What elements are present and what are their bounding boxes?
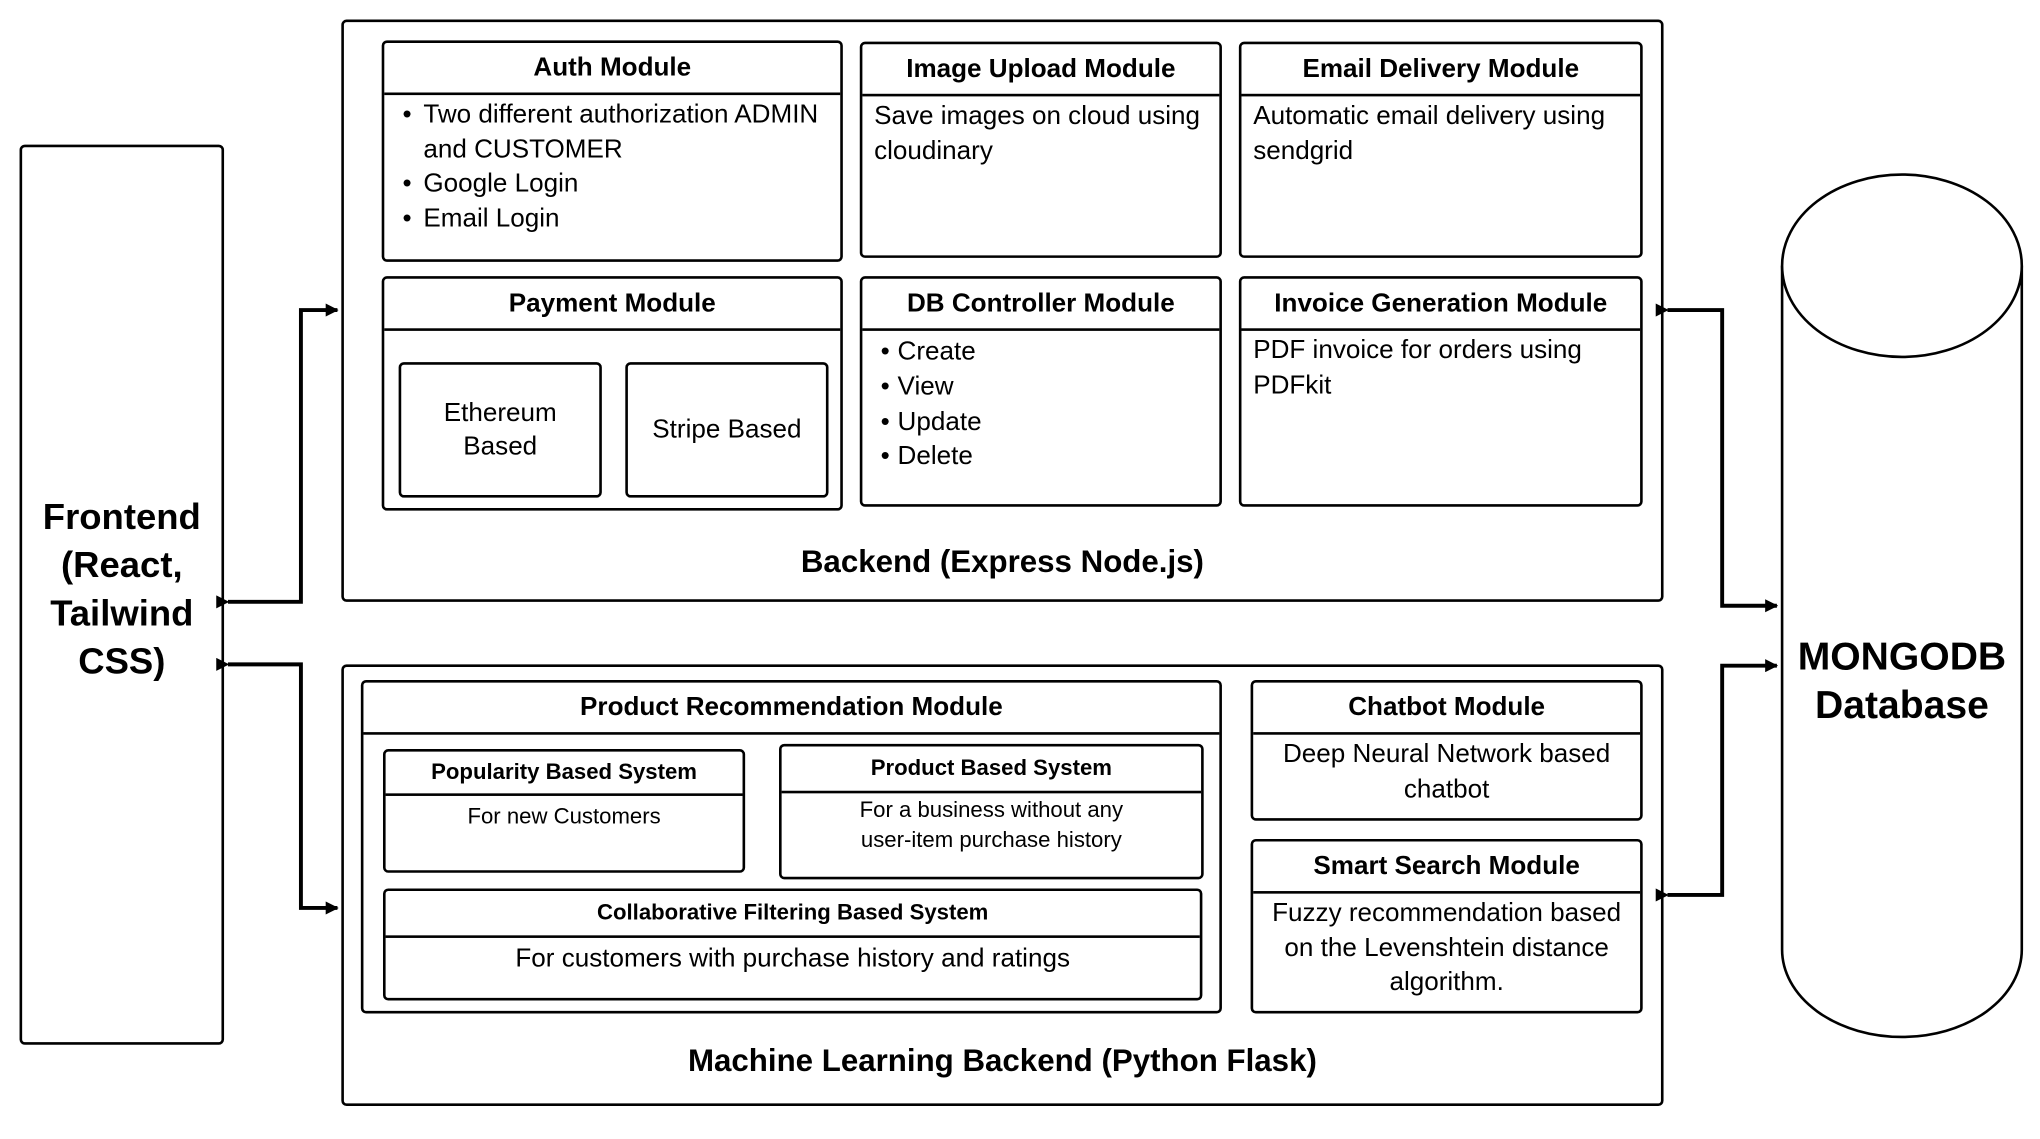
auth-module-title: Auth Module — [384, 43, 841, 96]
db-operation-item: Update — [881, 405, 1209, 440]
image-upload-module-text: Save images on cloud using cloudinary — [874, 101, 1200, 166]
frontend-block: Frontend (React, Tailwind CSS) — [19, 144, 225, 1045]
stripe-based-label: Stripe Based — [652, 415, 802, 445]
email-delivery-module: Email Delivery Module Automatic email de… — [1238, 41, 1643, 258]
invoice-generation-module-text: PDF invoice for orders using PDFkit — [1253, 336, 1582, 400]
image-upload-module-title: Image Upload Module — [862, 44, 1220, 97]
payment-module-title: Payment Module — [384, 279, 841, 331]
chatbot-module: Chatbot Module Deep Neural Network based… — [1250, 680, 1643, 821]
frontend-backend-connector — [216, 303, 339, 609]
ethereum-based-box: Ethereum Based — [398, 362, 602, 498]
invoice-generation-module: Invoice Generation Module PDF invoice fo… — [1238, 276, 1643, 507]
product-recommendation-module-title: Product Recommendation Module — [363, 683, 1220, 735]
frontend-label: Frontend (React, Tailwind CSS) — [42, 496, 201, 682]
collaborative-filtering-system-text: For customers with purchase history and … — [515, 944, 1070, 974]
chatbot-module-title: Chatbot Module — [1253, 683, 1641, 735]
db-operation-item: Create — [881, 335, 1209, 370]
product-based-system-text: For a business without any user-item pur… — [859, 797, 1124, 852]
smart-search-module-title: Smart Search Module — [1253, 842, 1641, 894]
db-operation-item: Delete — [881, 440, 1209, 475]
ml-backend-label: Machine Learning Backend (Python Flask) — [687, 1043, 1317, 1079]
image-upload-module: Image Upload Module Save images on cloud… — [859, 41, 1222, 258]
payment-module: Payment Module Ethereum Based Stripe Bas… — [381, 276, 843, 511]
email-delivery-module-text: Automatic email delivery using sendgrid — [1253, 101, 1606, 166]
collaborative-filtering-system-title: Collaborative Filtering Based System — [385, 891, 1200, 938]
db-controller-module-title: DB Controller Module — [862, 279, 1220, 331]
ml-database-connector — [1655, 659, 1779, 902]
invoice-generation-module-title: Invoice Generation Module — [1241, 279, 1641, 331]
db-controller-module-content: Create View Update Delete — [881, 335, 1209, 475]
auth-module-content: Two different authorization ADMIN and CU… — [403, 98, 830, 236]
smart-search-module: Smart Search Module Fuzzy recommendation… — [1250, 838, 1643, 1014]
smart-search-module-text: Fuzzy recommendation based on the Levens… — [1272, 898, 1622, 997]
stripe-based-box: Stripe Based — [625, 362, 829, 498]
auth-item: Email Login — [403, 201, 830, 236]
backend-database-connector — [1655, 303, 1779, 613]
frontend-ml-connector — [216, 657, 339, 915]
database-cylinder — [1780, 173, 2024, 1039]
backend-label: Backend (Express Node.js) — [800, 544, 1204, 580]
popularity-based-system-text: For new Customers — [467, 803, 661, 829]
db-operation-item: View — [881, 370, 1209, 405]
ethereum-based-label: Ethereum Based — [443, 398, 557, 462]
auth-item: Google Login — [403, 167, 830, 202]
email-delivery-module-title: Email Delivery Module — [1241, 44, 1641, 97]
db-controller-module: DB Controller Module Create View Update … — [859, 276, 1222, 507]
product-recommendation-module: Product Recommendation Module Popularity… — [360, 680, 1222, 1014]
auth-item: Two different authorization ADMIN and CU… — [403, 98, 830, 167]
popularity-based-system-title: Popularity Based System — [385, 752, 743, 796]
collaborative-filtering-system: Collaborative Filtering Based System For… — [382, 888, 1203, 1001]
chatbot-module-text: Deep Neural Network based chatbot — [1282, 739, 1611, 804]
database-label: MONGODB Database — [1797, 635, 2007, 727]
product-based-system-title: Product Based System — [781, 746, 1202, 794]
auth-module: Auth Module Two different authorization … — [381, 40, 843, 262]
product-based-system: Product Based System For a business with… — [779, 743, 1204, 880]
popularity-based-system: Popularity Based System For new Customer… — [382, 749, 746, 873]
